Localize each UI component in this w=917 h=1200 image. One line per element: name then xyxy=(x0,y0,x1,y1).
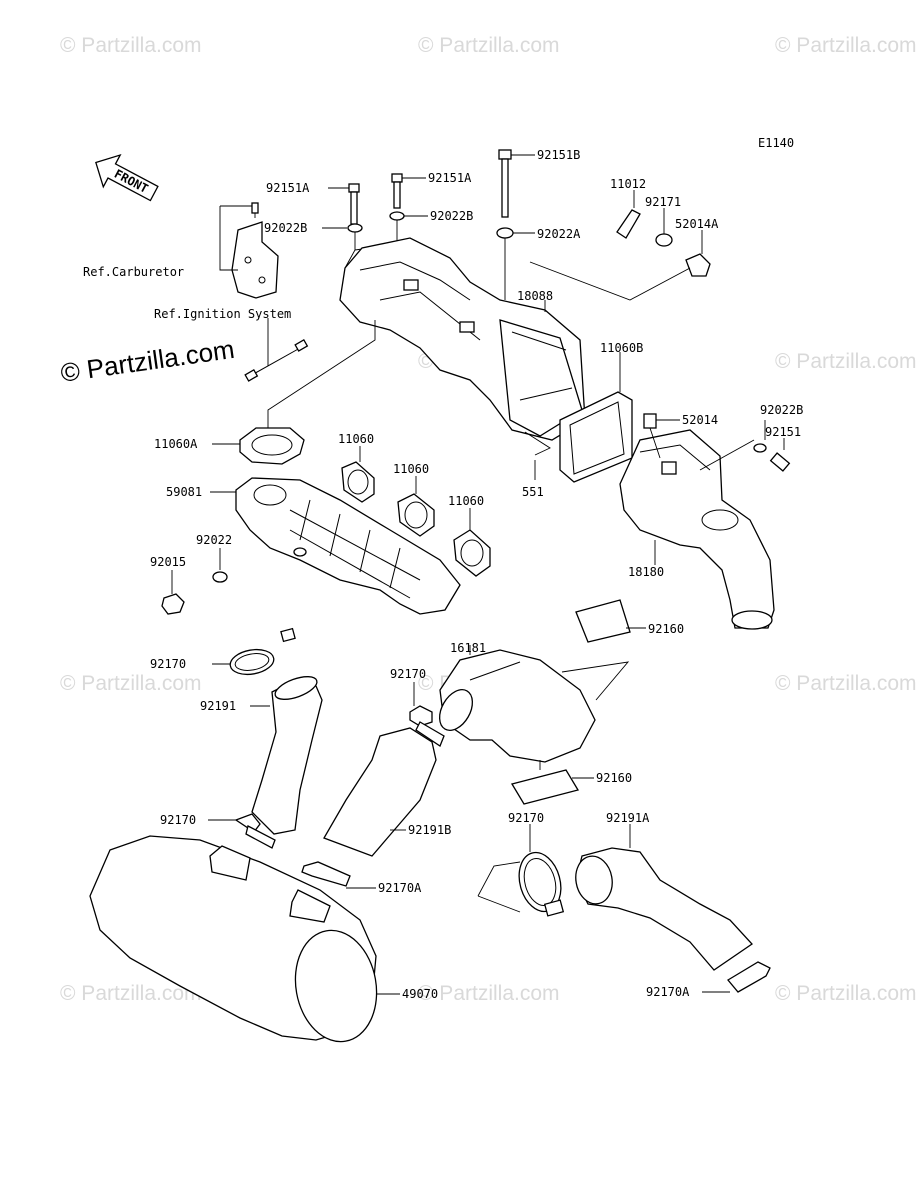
gasket-11060-1 xyxy=(341,446,375,503)
part-label-92170: 92170 xyxy=(508,811,544,825)
pipe-16181 xyxy=(438,645,596,763)
part-label-18180: 18180 xyxy=(628,565,664,579)
part-label-18088: 18088 xyxy=(517,289,553,303)
clamp-92170-3 xyxy=(208,813,276,849)
part-label-11060A: 11060A xyxy=(154,437,198,451)
part-label-11060: 11060 xyxy=(393,462,429,476)
clamp-92170A-1 xyxy=(301,861,376,889)
washer-92022B-3 xyxy=(699,420,767,471)
washer-92022B-1 xyxy=(322,223,363,233)
part-label-92022B: 92022B xyxy=(430,209,473,223)
watermark: © Partzilla.com xyxy=(775,34,917,57)
part-label-92022: 92022 xyxy=(196,533,232,547)
exhaust-manifold-18088 xyxy=(339,237,586,441)
part-label-92191B: 92191B xyxy=(408,823,451,837)
front-label: FRONT xyxy=(112,167,150,196)
pad-92160-1 xyxy=(575,599,646,643)
part-label-92151B: 92151B xyxy=(537,148,580,162)
ref-carburetor: Ref.Carburetor xyxy=(83,265,184,279)
part-label-11060B: 11060B xyxy=(600,341,643,355)
clamp-92170-4 xyxy=(477,824,565,917)
part-label-92191A: 92191A xyxy=(606,811,650,825)
watermark: © Partzilla.com xyxy=(775,672,917,695)
fitting-52014 xyxy=(643,413,680,459)
bolt-92151A-1 xyxy=(328,183,360,225)
diagram-code: E1140 xyxy=(758,136,794,150)
clamp-92170-2 xyxy=(409,682,445,747)
watermark: © Partzilla.com xyxy=(60,34,202,57)
muffler-49070 xyxy=(89,835,400,1043)
gasket-11060A xyxy=(212,320,376,465)
watermark: © Partzilla.com xyxy=(418,34,560,57)
part-label-551: 551 xyxy=(522,485,544,499)
part-label-92022A: 92022A xyxy=(537,227,581,241)
ignition-cable xyxy=(244,318,309,382)
part-label-16181: 16181 xyxy=(450,641,486,655)
gasket-11060-2 xyxy=(397,476,435,537)
part-label-92160: 92160 xyxy=(596,771,632,785)
part-label-92022B: 92022B xyxy=(264,221,307,235)
part-label-92151: 92151 xyxy=(765,425,801,439)
watermark: © Partzilla.com xyxy=(60,672,202,695)
washer-92022B-2 xyxy=(389,211,428,221)
part-label-92160: 92160 xyxy=(648,622,684,636)
part-label-92170: 92170 xyxy=(390,667,426,681)
hose-92191A xyxy=(575,824,753,971)
part-label-92170A: 92170A xyxy=(646,985,690,999)
exhaust-pipe-18180 xyxy=(619,429,775,630)
watermark: © Partzilla.com xyxy=(775,350,917,373)
part-label-92171: 92171 xyxy=(645,195,681,209)
gasket-11060-3 xyxy=(453,508,491,577)
bolt-92151A-2 xyxy=(391,173,426,209)
clamp-92170A-2 xyxy=(702,961,771,993)
part-label-92170A: 92170A xyxy=(378,881,422,895)
nut-92015 xyxy=(161,570,185,615)
clamp-92171 xyxy=(655,208,673,247)
part-label-59081: 59081 xyxy=(166,485,202,499)
part-label-92170: 92170 xyxy=(150,657,186,671)
washer-92022A xyxy=(496,227,535,239)
fitting-52014A xyxy=(529,230,711,301)
part-label-52014: 52014 xyxy=(682,413,718,427)
watermark: © Partzilla.com xyxy=(60,982,202,1005)
clamp-92170-1 xyxy=(212,627,296,676)
washer-92022 xyxy=(212,548,228,583)
part-label-52014A: 52014A xyxy=(675,217,719,231)
part-label-92022B: 92022B xyxy=(760,403,803,417)
part-label-92151A: 92151A xyxy=(266,181,310,195)
exhaust-manifold-59081 xyxy=(210,477,461,615)
part-label-92151A: 92151A xyxy=(428,171,472,185)
part-label-11012: 11012 xyxy=(610,177,646,191)
bolt-92151B xyxy=(498,149,535,218)
part-label-11060: 11060 xyxy=(448,494,484,508)
carburetor-bracket xyxy=(219,202,279,299)
part-label-49070: 49070 xyxy=(402,987,438,1001)
bolt-92151 xyxy=(769,438,791,472)
hose-92191 xyxy=(250,676,323,835)
part-labels: 92151A 92151A 92151B 92022B 92022B 92022… xyxy=(150,148,803,1001)
part-label-92170: 92170 xyxy=(160,813,196,827)
wire-551 xyxy=(524,431,551,480)
watermark: © Partzilla.com xyxy=(418,982,560,1005)
front-arrow-icon: FRONT xyxy=(95,153,159,202)
hose-92191B xyxy=(323,727,437,857)
watermark: © Partzilla.com xyxy=(775,982,917,1005)
part-label-92191: 92191 xyxy=(200,699,236,713)
ref-ignition-system: Ref.Ignition System xyxy=(154,307,291,321)
part-label-11060: 11060 xyxy=(338,432,374,446)
part-label-92015: 92015 xyxy=(150,555,186,569)
watermark-prominent: © Partzilla.com xyxy=(59,334,237,388)
sensor-11012 xyxy=(616,190,641,239)
pad-92160-2 xyxy=(510,769,594,805)
